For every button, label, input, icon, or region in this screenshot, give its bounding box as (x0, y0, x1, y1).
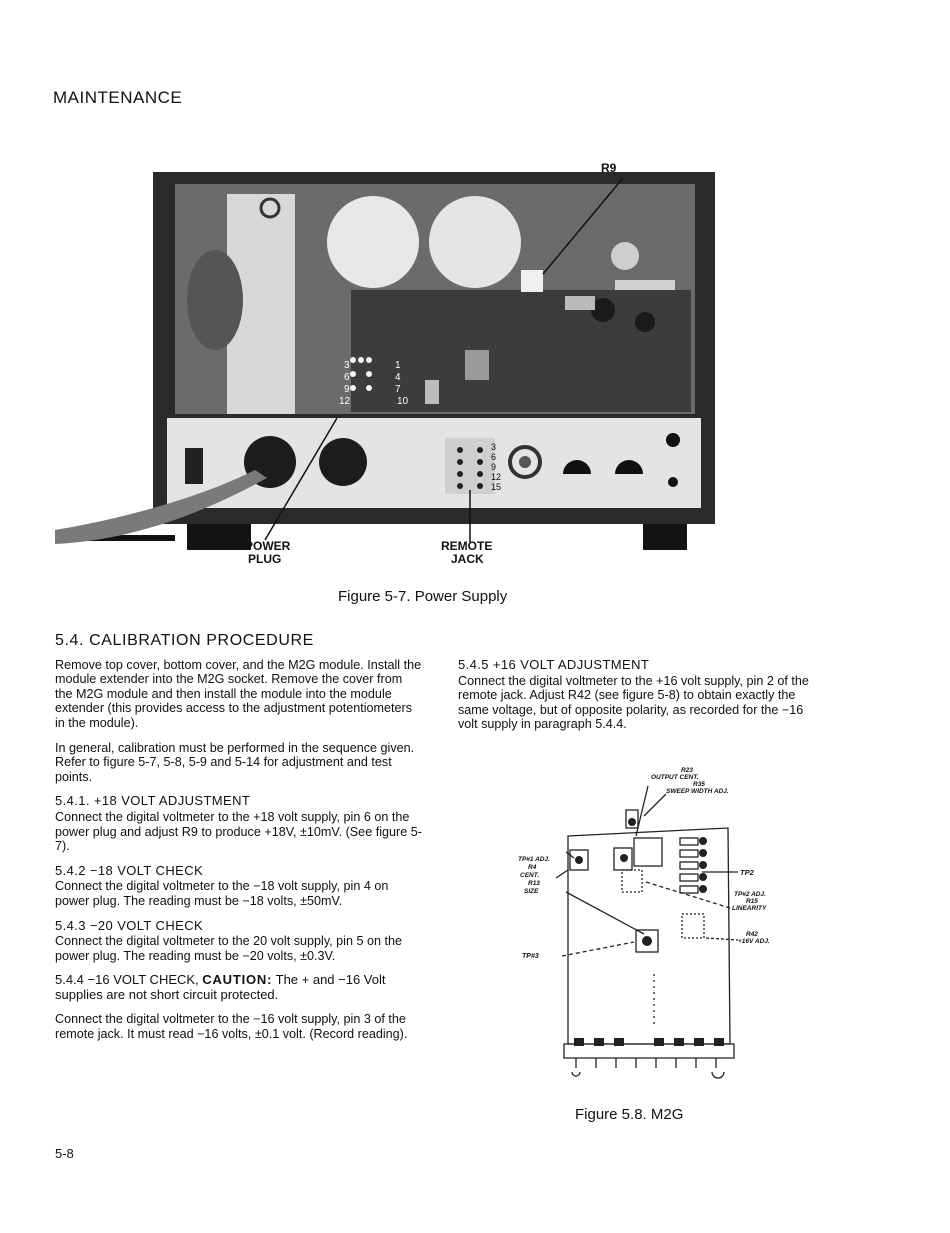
right-column: 5.4.5 +16 VOLT ADJUSTMENT Connect the di… (458, 657, 826, 742)
jack-pin-label: 9 (491, 462, 496, 472)
subsection-body: Connect the digital voltmeter to the −16… (55, 1012, 408, 1042)
figure-5-7-caption: Figure 5-7. Power Supply (338, 588, 508, 605)
tp2-adj-label: TP#2 ADJ. (734, 891, 766, 898)
page-header: MAINTENANCE (53, 88, 183, 107)
subsection-heading: 5.4.1. +18 VOLT ADJUSTMENT (55, 793, 251, 809)
r23-label: R23 (681, 767, 693, 774)
r42-label: R42 (746, 931, 758, 938)
output-cent-label: OUTPUT CENT. (651, 774, 699, 781)
jack-pin-label: 15 (491, 482, 501, 492)
caution-text: The + and −16 Volt supplies are not shor… (55, 972, 386, 1002)
m2g-diagram: R23 OUTPUT CENT. R35 SWEEP WIDTH ADJ. TP… (516, 758, 786, 1094)
subsection-heading: 5.4.5 +16 VOLT ADJUSTMENT (458, 657, 650, 672)
cent-label: CENT. (520, 872, 539, 879)
power-plug-callout: POWER (245, 539, 291, 553)
plus16v-adj-label: +16V ADJ. (738, 938, 770, 945)
r13-label: R13 (528, 880, 540, 887)
remote-jack-callout: JACK (451, 552, 484, 566)
left-column: 5.4. CALIBRATION PROCEDURE Remove top co… (55, 632, 422, 1052)
caution-label: CAUTION: (202, 972, 273, 988)
pin-label: 6 (344, 372, 350, 383)
pin-label: 3 (344, 360, 350, 371)
power-plug-callout: PLUG (248, 552, 281, 566)
power-supply-photo: 3 1 6 4 9 7 12 10 3 6 9 12 15 (55, 160, 715, 580)
intro-paragraph: Remove top cover, bottom cover, and the … (55, 657, 422, 730)
remote-jack-callout: REMOTE (441, 539, 492, 553)
jack-pin-label: 6 (491, 452, 496, 462)
subsection-heading-caution: 5.4.4 −16 VOLT CHECK, CAUTION: The + and… (55, 972, 422, 1002)
subsection-body: Connect the digital voltmeter to the +16… (458, 673, 809, 732)
pin-label: 7 (395, 384, 401, 395)
r35-label: R35 (693, 781, 705, 788)
jack-pin-label: 3 (491, 442, 496, 452)
pin-label: 4 (395, 372, 401, 383)
pin-label: 1 (395, 360, 401, 371)
tp1-adj-label: TP#1 ADJ. (518, 856, 550, 863)
tp2-label: TP2 (740, 868, 755, 877)
size-label: SIZE (524, 888, 539, 895)
r9-callout: R9 (601, 161, 617, 175)
section-heading: 5.4. CALIBRATION PROCEDURE (55, 632, 314, 649)
figure-5-8-caption: Figure 5.8. M2G (575, 1106, 684, 1123)
page-number: 5-8 (55, 1146, 74, 1161)
intro-paragraph: In general, calibration must be performe… (55, 740, 415, 784)
subsection-body: Connect the digital voltmeter to the 20 … (55, 934, 403, 963)
r15-label: R15 (746, 898, 758, 905)
pin-label: 10 (397, 396, 409, 407)
subsection-heading: 5.4.2 −18 VOLT CHECK (55, 862, 204, 878)
subsection-heading: 5.4.3 −20 VOLT CHECK (55, 917, 204, 933)
linearity-label: LINEARITY (732, 905, 767, 912)
subsection-body: Connect the digital voltmeter to the +18… (55, 809, 422, 854)
subsection-heading: 5.4.4 −16 VOLT CHECK, (55, 972, 203, 988)
sweep-width-adj-label: SWEEP WIDTH ADJ. (666, 788, 729, 795)
r4-label: R4 (528, 864, 537, 871)
tp3-label: TP#3 (522, 953, 539, 960)
pin-label: 12 (339, 396, 351, 407)
jack-pin-label: 12 (491, 472, 501, 482)
subsection-body: Connect the digital voltmeter to the −18… (55, 879, 389, 908)
pin-label: 9 (344, 384, 350, 395)
